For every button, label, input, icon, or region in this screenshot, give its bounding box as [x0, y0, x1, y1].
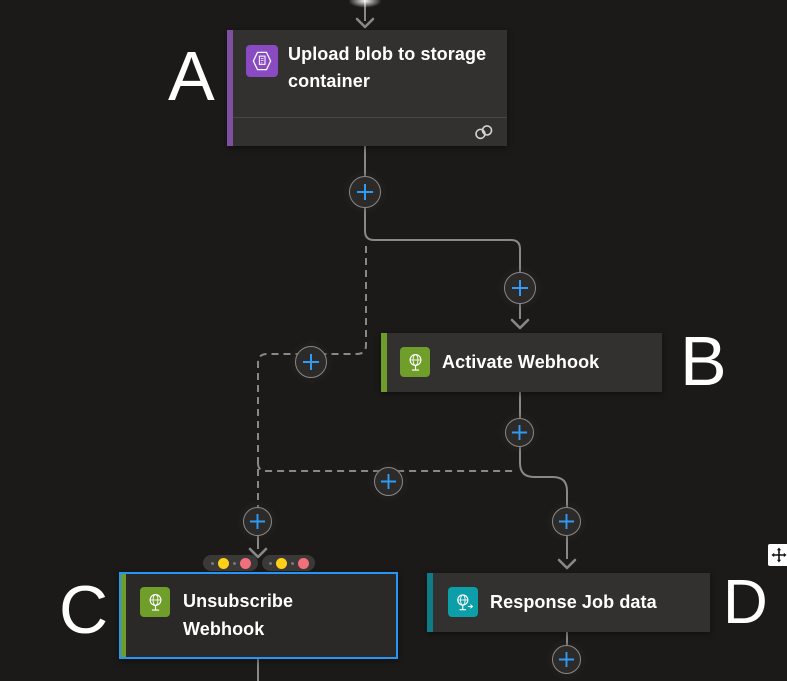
plus-icon [303, 354, 319, 370]
plus-icon [380, 473, 397, 490]
blob-storage-icon [246, 45, 278, 77]
action-node-response-job-data[interactable]: Response Job data [427, 573, 710, 632]
plus-icon [512, 280, 528, 296]
webhook-icon [140, 587, 170, 617]
arrowhead-icon [355, 17, 375, 29]
status-dot-pink [297, 557, 309, 569]
arrowhead-icon [557, 558, 577, 570]
run-status-pill[interactable] [262, 555, 315, 571]
add-action-button[interactable] [552, 645, 581, 674]
node-title: Upload blob to storage container [288, 44, 487, 91]
status-dot [290, 561, 294, 565]
arrowhead-icon [510, 318, 530, 330]
node-accent-stripe [227, 30, 233, 146]
node-accent-stripe [427, 573, 433, 632]
node-accent-stripe [381, 333, 387, 392]
status-dot-yellow [275, 557, 287, 569]
plus-icon [511, 424, 528, 441]
node-footer [233, 117, 507, 146]
annotation-letter-d: D [723, 568, 768, 637]
connector-highlight-glow [343, 0, 387, 10]
node-title: Unsubscribe Webhook [183, 591, 294, 639]
status-dot [268, 561, 272, 565]
annotation-letter-a: A [168, 37, 215, 115]
plus-icon [357, 184, 373, 200]
response-webhook-icon [448, 587, 478, 617]
add-action-button[interactable] [295, 346, 327, 378]
add-action-button[interactable] [504, 272, 536, 304]
action-node-unsubscribe-webhook[interactable]: Unsubscribe Webhook [119, 572, 398, 659]
plus-icon [249, 513, 266, 530]
move-icon [771, 547, 787, 563]
link-icon [475, 125, 493, 140]
plus-icon [558, 513, 575, 530]
node-title: Activate Webhook [442, 352, 600, 372]
add-action-button[interactable] [374, 467, 403, 496]
annotation-letter-c: C [59, 572, 109, 648]
webhook-icon [400, 347, 430, 377]
status-dot [232, 561, 236, 565]
add-action-button[interactable] [349, 176, 381, 208]
status-dot [210, 561, 214, 565]
annotation-letter-b: B [680, 322, 727, 400]
action-node-activate-webhook[interactable]: Activate Webhook [381, 333, 662, 392]
add-action-button[interactable] [505, 418, 534, 447]
add-action-button[interactable] [552, 507, 581, 536]
status-dot-pink [239, 557, 251, 569]
node-accent-stripe [121, 574, 126, 657]
node-title: Response Job data [490, 592, 657, 612]
plus-icon [558, 651, 575, 668]
run-status-pill[interactable] [203, 555, 258, 571]
add-action-button[interactable] [243, 507, 272, 536]
move-tool-button[interactable] [768, 544, 787, 566]
action-node-upload-blob[interactable]: Upload blob to storage container [227, 30, 507, 146]
status-dot-yellow [217, 557, 229, 569]
